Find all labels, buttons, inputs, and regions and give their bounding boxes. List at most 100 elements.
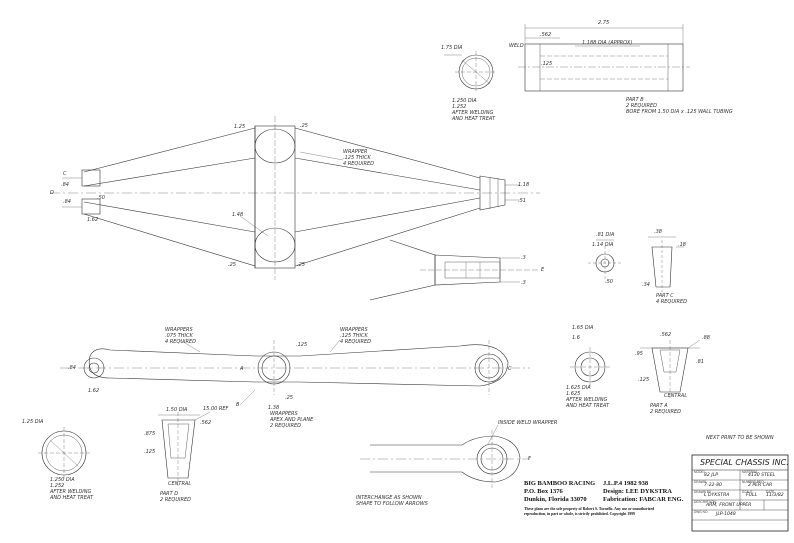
dim-label: 1.25 <box>234 124 246 130</box>
dim-label: .25 <box>297 262 305 268</box>
note-line: 4 REQUIRED <box>165 339 196 345</box>
note-line: AND HEAT TREAT <box>452 116 496 122</box>
tb-label-model: MODEL <box>694 470 706 474</box>
dim-label: 1.50 DIA <box>166 407 188 413</box>
note-line: AFTER WELDING <box>452 110 494 116</box>
dim-label: .18 <box>678 242 686 248</box>
note-line: 4 REQUIRED <box>343 161 374 167</box>
a-arm-top-view <box>50 116 540 280</box>
dim-label: 1.25 DIA <box>22 419 44 425</box>
dim-label: .84 <box>63 199 71 205</box>
tb-value-drawn: 7-22-80 <box>704 483 722 488</box>
note-line: 2 REQUIRED <box>270 423 301 429</box>
interchange-piece <box>369 239 540 301</box>
dim-label: .562 <box>200 420 212 426</box>
part-c-end-view <box>588 239 622 280</box>
tb-label-scale: SCALE <box>742 490 753 494</box>
a-arm-side-view <box>60 339 530 406</box>
tb-value-model: 82 JLP <box>704 473 718 478</box>
dim-label: .81 <box>696 359 704 365</box>
dim-label: .51 <box>518 198 526 204</box>
mark-label: B <box>236 402 240 408</box>
tb-label-date: DATE <box>766 490 775 494</box>
designer: Design: LEE DYKSTRA <box>603 488 672 495</box>
mark-label: C <box>508 366 512 372</box>
legal-note-line-1: These plans are the sole property of Rob… <box>524 507 655 511</box>
note-line: BORE FROM 1.50 DIA x .125 WALL TUBING <box>626 109 733 115</box>
dim-label: WELD <box>509 43 524 49</box>
mark-label: F <box>528 456 531 462</box>
note-line: .125 THICK <box>340 333 368 339</box>
tb-label-dwg-no: DWG NO. <box>694 510 709 514</box>
dim-label: .125 <box>541 61 553 67</box>
dim-label: 1.188 DIA (APPROX) <box>582 40 633 46</box>
note-line: AND HEAT TREAT <box>566 403 610 409</box>
dim-label: .3 <box>521 280 526 286</box>
dim-label: .50 <box>605 279 613 285</box>
note-line: 2 REQUIRED <box>650 409 681 415</box>
shop-address-2: Dunkin, Florida 33070 <box>524 496 587 503</box>
part-c-side-view <box>648 236 684 292</box>
part-f-end-view <box>38 427 90 479</box>
note-line: PART D <box>160 491 179 497</box>
part-b-end-view <box>444 51 497 93</box>
dim-label: .34 <box>642 282 650 288</box>
mark-label: A <box>240 366 244 372</box>
note-line: 1.252 <box>452 104 467 110</box>
mark-label: D <box>50 190 54 196</box>
title-block-company: SPECIAL CHASSIS INC. <box>700 458 789 467</box>
dim-label: .50 <box>97 195 105 201</box>
note-line: 4 REQUIRED <box>656 299 687 305</box>
dim-label: 1.14 DIA <box>592 242 614 248</box>
dim-label: 1.62 <box>87 217 99 223</box>
note-line: PART A <box>650 403 668 409</box>
dim-label: .38 <box>654 229 662 235</box>
note-line: AND HEAT TREAT <box>50 495 94 501</box>
fabricator: Fabrication: FABCAR ENG. <box>603 496 684 503</box>
dim-label: 1.48 <box>232 212 244 218</box>
dim-label: .81 DIA <box>596 232 615 238</box>
dim-label: .125 <box>638 377 650 383</box>
note-line: WRAPPER <box>343 149 368 155</box>
wrapper-detail-view <box>360 424 530 490</box>
dim-label: .125 <box>144 449 156 455</box>
dim-label: 1.65 DIA <box>572 325 594 331</box>
tb-value-material: 4130 STEEL <box>748 473 776 478</box>
tb-value-dwg-no: JLP-1048 <box>716 512 736 517</box>
part-a-end-view <box>570 347 610 387</box>
shop-name: BIG BAMBOO RACING <box>524 480 596 487</box>
note-line: 4 REQUIRED <box>340 339 371 345</box>
dim-label: .562 <box>540 32 552 38</box>
note-line: PART B <box>626 97 644 103</box>
tb-label-material: MATERIAL <box>742 470 758 474</box>
dim-label: 1.18 <box>518 182 530 188</box>
dim-label: .562 <box>660 332 672 338</box>
part-b-side-view <box>518 24 690 92</box>
dim-label: 1.62 <box>88 388 100 394</box>
dim-label: .3 <box>521 255 526 261</box>
dim-label: .875 <box>144 431 156 437</box>
note-line: WRAPPERS <box>165 327 193 333</box>
dim-label: .125 <box>296 342 308 348</box>
note-line: 1.625 <box>566 391 581 397</box>
part-a-side-view <box>640 339 701 400</box>
tb-value-scale: FULL <box>746 493 758 498</box>
dim-label: .84 <box>61 182 69 188</box>
dim-label: .88 <box>702 335 710 341</box>
dim-label: 1.6 <box>572 335 580 341</box>
note-line: 1.625 DIA <box>566 385 591 391</box>
note-line: WRAPPERS <box>340 327 368 333</box>
part-d-side-view <box>158 411 211 486</box>
tb-label-description: DESCRIPTION <box>694 500 716 504</box>
note-line: SHAPE TO FOLLOW ARROWS <box>356 501 428 507</box>
note-line: 2 REQUIRED <box>626 103 657 109</box>
dim-label: .95 <box>635 351 643 357</box>
tb-value-description: ARM, FRONT UPPER <box>706 503 752 508</box>
note-line: INTERCHANGE AS SHOWN <box>356 495 422 501</box>
tb-value-drawn-by: L DYKSTRA <box>704 493 730 498</box>
tb-label-drawn: DRAWN <box>694 480 706 484</box>
dim-label: CENTRAL <box>664 393 688 399</box>
note-line: AFTER WELDING <box>566 397 608 403</box>
dim-label: .84 <box>68 365 76 371</box>
